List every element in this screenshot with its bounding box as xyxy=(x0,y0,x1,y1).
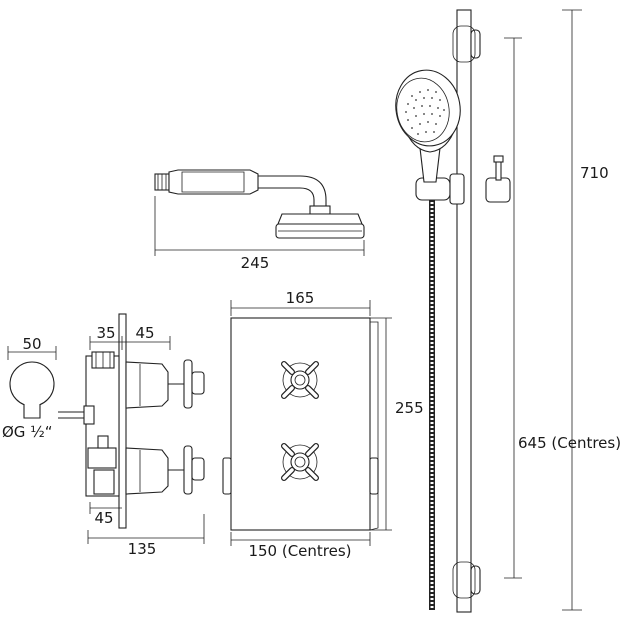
label-plate-height: 255 xyxy=(395,399,424,417)
label-valve-centres: 150 (Centres) xyxy=(248,542,351,560)
valve-plate xyxy=(230,317,371,531)
label-plate-width: 165 xyxy=(286,289,315,307)
top-bracket xyxy=(470,29,481,59)
shower-arm-assembly xyxy=(154,169,365,239)
label-valve-depth: 135 xyxy=(128,540,157,558)
spray-holes xyxy=(405,89,445,135)
label-offset-bottom: 45 xyxy=(94,509,113,527)
label-rail-length: 710 xyxy=(580,164,609,182)
arm-curve xyxy=(258,175,327,208)
label-offset-a: 35 xyxy=(96,324,115,342)
fixed-shower-head xyxy=(277,213,363,225)
label-offset-b: 45 xyxy=(135,324,154,342)
slide-rail-kit: 710 645 (Centres) xyxy=(395,9,621,613)
label-head-projection: 245 xyxy=(241,254,270,272)
bottom-bracket xyxy=(470,565,481,595)
valve-plate-edge xyxy=(118,313,127,529)
upper-handle-body xyxy=(125,361,169,409)
label-rail-centres: 645 (Centres) xyxy=(518,434,621,452)
lower-handle-body xyxy=(125,447,169,495)
wall-elbow: 50 ØG ½“ xyxy=(2,335,57,441)
arm-collar xyxy=(309,205,331,215)
rail-bar xyxy=(456,9,472,613)
upper-cross-handle xyxy=(183,359,193,409)
elbow-body xyxy=(9,361,55,407)
arm-ceramic-body xyxy=(168,169,259,195)
rail-slider xyxy=(415,155,511,205)
label-elbow-diameter: 50 xyxy=(22,335,41,353)
hand-shower xyxy=(395,69,461,183)
lower-cross-handle-front xyxy=(281,443,319,481)
label-thread-size: ØG ½“ xyxy=(2,423,53,441)
valve-side-view: 35 45 45 135 xyxy=(58,313,205,558)
lower-cross-handle xyxy=(183,445,193,495)
dim-head-projection: 245 xyxy=(154,196,365,272)
lower-fitting xyxy=(87,447,117,469)
valve-front-view: 165 255 150 xyxy=(222,289,424,560)
upper-cross-handle-front xyxy=(281,361,319,399)
